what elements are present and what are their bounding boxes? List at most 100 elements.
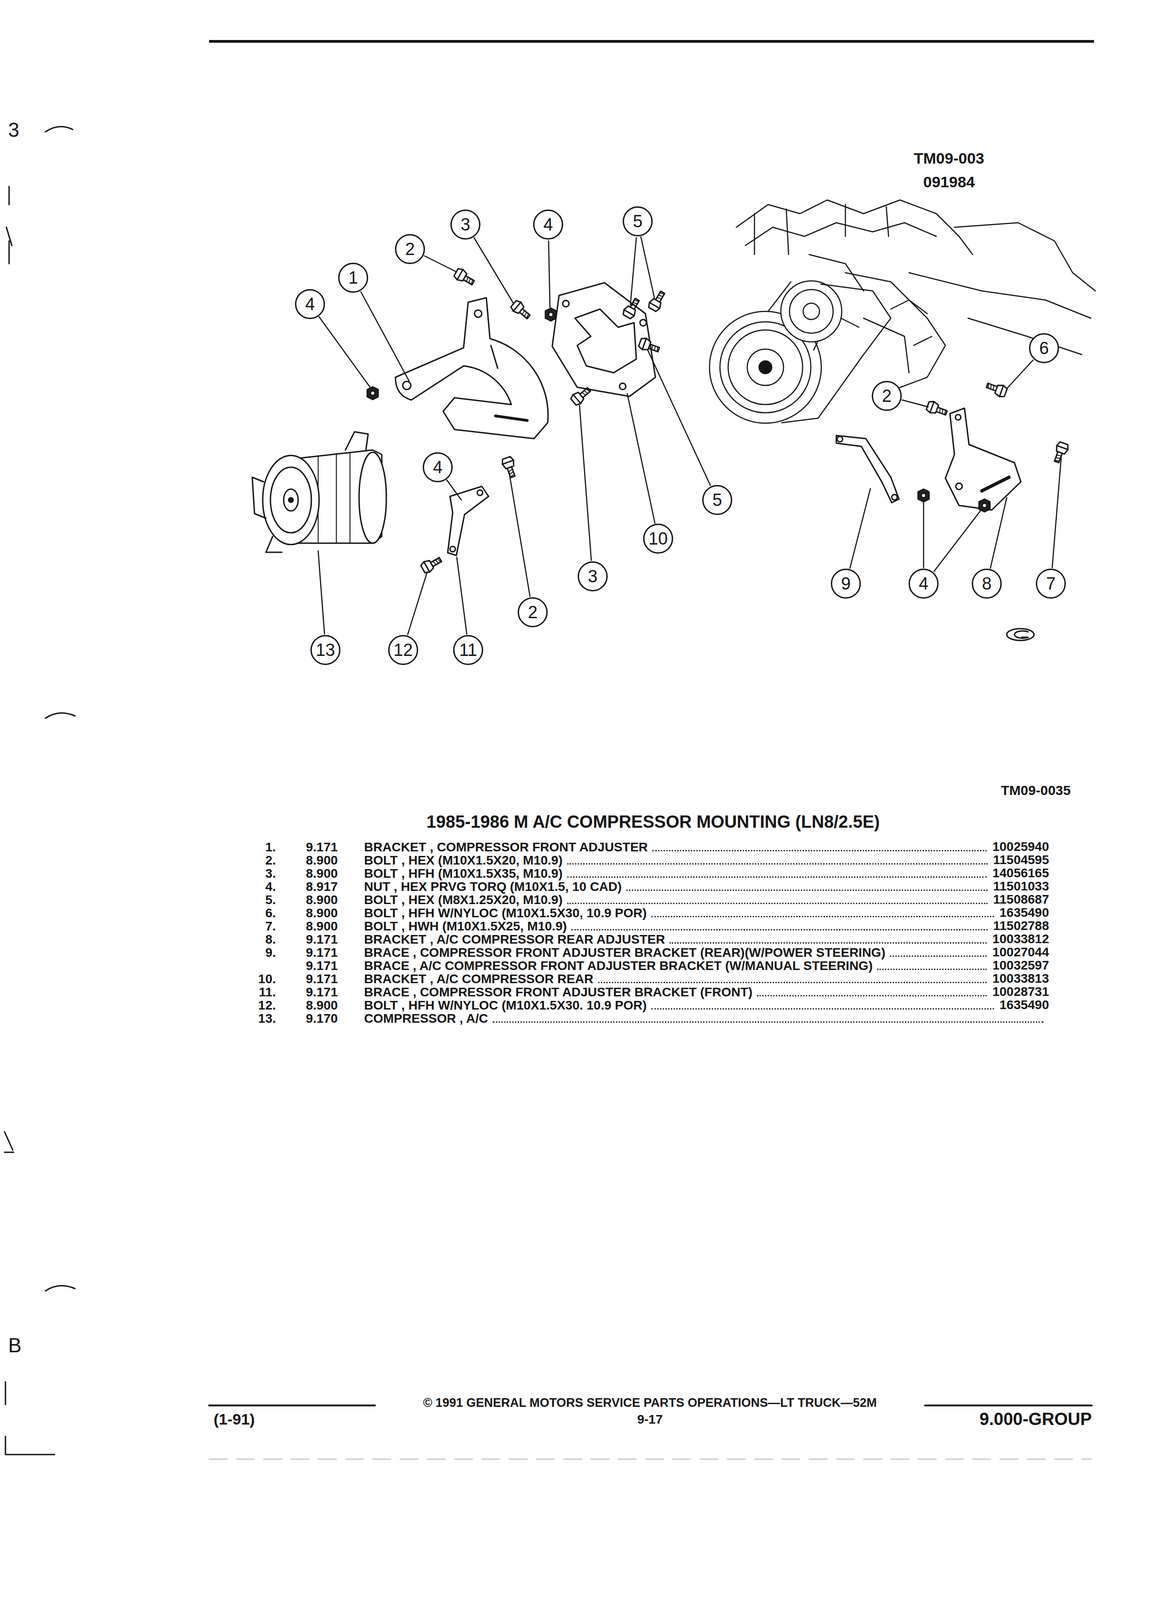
footer-rules [209, 1458, 1092, 1460]
engine [803, 303, 820, 320]
part-number: 10033812 [992, 932, 1050, 946]
part-number: 10033813 [992, 971, 1050, 985]
part-number: 1635490 [999, 998, 1050, 1012]
margin-marks [5, 1381, 55, 1455]
callout-number: 2 [527, 603, 538, 621]
callout-circle: 4 [422, 452, 453, 483]
callout-circle: 5 [702, 484, 733, 515]
part-description: BOLT , HEX (M8X1.25X20, M10.9) [364, 893, 887, 907]
callout-circle: 9 [830, 568, 861, 599]
front-brace [447, 486, 489, 556]
leader-lines [630, 237, 637, 305]
callout-circle: 2 [517, 597, 548, 628]
dot-leader [567, 863, 988, 865]
group-code: 9.171 [305, 840, 338, 854]
engine [954, 222, 1096, 291]
item-number: 9. [265, 945, 276, 960]
hex-nut [367, 386, 379, 400]
callout-circle: 6 [1029, 333, 1060, 364]
group-number: 9.000-GROUP [979, 1409, 1092, 1429]
hex-bolt [453, 267, 477, 288]
part-number: 14056165 [992, 866, 1050, 880]
compressor-rear-bracket [552, 282, 656, 397]
dot-leader [757, 994, 988, 997]
group-code: 9.171 [305, 932, 338, 946]
dot-leader [598, 981, 988, 984]
leader-lines [849, 488, 871, 569]
ac-compressor [345, 431, 369, 450]
engine [754, 204, 889, 255]
callout-circle: 4 [908, 568, 939, 599]
figure-number: TM09-0035 [1000, 782, 1071, 798]
rear-adjuster-bracket [945, 408, 1021, 510]
engine [909, 272, 1091, 319]
rear-adjuster-bracket [945, 408, 1021, 510]
dot-leader [651, 1008, 995, 1010]
compressor-rear-bracket [562, 300, 570, 307]
callout-number: 3 [587, 567, 598, 585]
group-code: 8.900 [305, 919, 338, 933]
hex-nut [918, 489, 930, 502]
callout-circle: 4 [294, 289, 325, 320]
item-number: 3. [265, 866, 276, 880]
front-brace [447, 486, 489, 556]
group-code: 9.171 [305, 959, 338, 973]
ac-compressor [252, 477, 266, 519]
callout-circle: 11 [453, 634, 484, 665]
callout-circle: 2 [871, 380, 902, 411]
ac-compressor [265, 536, 282, 553]
part-number: 10032597 [992, 958, 1050, 972]
callout-number: 7 [1045, 574, 1056, 593]
front-adjuster-bracket [395, 297, 549, 439]
leader-lines [509, 471, 530, 597]
ac-compressor [359, 452, 387, 544]
margin-marks [45, 713, 75, 719]
part-number: 11504595 [993, 853, 1050, 867]
front-adjuster-bracket [402, 381, 411, 390]
front-adjuster-brace [836, 435, 900, 503]
hex-nut [545, 308, 557, 321]
hex-bolt [621, 296, 643, 320]
engine [789, 289, 834, 334]
dot-leader [571, 929, 988, 931]
front-adjuster-bracket [395, 297, 549, 439]
leader-lines [548, 240, 550, 308]
gm-logo [1014, 630, 1029, 639]
compressor-rear-bracket [574, 309, 637, 373]
part-description: BRACKET , A/C COMPRESSOR REAR ADJUSTER [364, 932, 887, 946]
group-code: 8.917 [305, 879, 338, 894]
engine [890, 299, 932, 346]
callout-circle: 13 [310, 634, 341, 665]
front-adjuster-bracket [495, 415, 528, 421]
leader-lines [318, 550, 325, 635]
callout-circle: 3 [450, 209, 481, 240]
callout-number: 5 [712, 491, 722, 509]
drawing-number: TM09-003 [914, 149, 985, 167]
ac-compressor [270, 467, 312, 533]
drawing-date: 091984 [923, 173, 975, 191]
leader-lines [424, 255, 457, 272]
engine [728, 329, 803, 405]
margin-marks [45, 1285, 75, 1291]
leader-lines [990, 497, 1007, 569]
engine [709, 199, 1096, 424]
group-code: 9.171 [305, 985, 338, 999]
ac-compressor [252, 431, 387, 553]
callout-number: 4 [543, 215, 553, 234]
footer-rules [209, 1404, 375, 1407]
part-number: 10025940 [992, 839, 1050, 854]
callout-circle: 7 [1035, 568, 1066, 599]
part-description: BOLT , HEX (M10X1.5X20, M10.9) [364, 853, 887, 867]
ac-compressor [288, 497, 294, 503]
margin-mark: B [8, 1334, 22, 1357]
front-adjuster-bracket [474, 309, 482, 318]
item-number: 7. [265, 919, 276, 933]
dot-leader [567, 876, 988, 878]
rear-adjuster-bracket [955, 414, 961, 420]
callout-number: 5 [632, 212, 643, 230]
callout-number: 13 [315, 641, 335, 659]
item-number: 6. [265, 906, 276, 920]
page-title: 1985-1986 M A/C COMPRESSOR MOUNTING (LN8… [426, 812, 880, 832]
part-description: NUT , HEX PRVG TORQ (M10X1.5, 10 CAD) [364, 879, 887, 894]
